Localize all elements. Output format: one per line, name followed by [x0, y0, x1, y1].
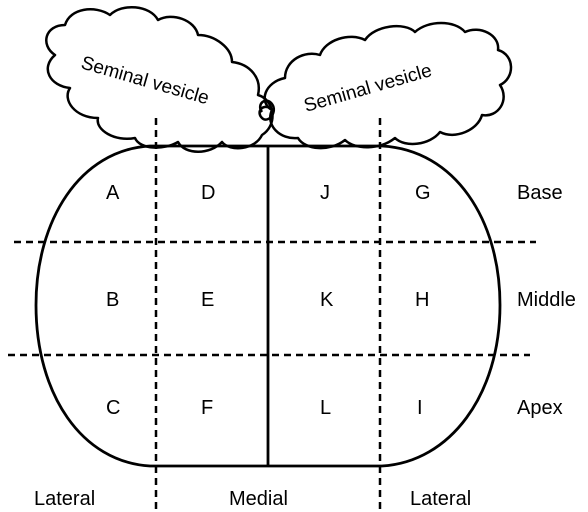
zone-label-i: I — [417, 397, 423, 419]
region-label-lateral-left: Lateral — [34, 488, 95, 510]
left-vesicle-label: Seminal vesicle — [79, 53, 212, 110]
right-seminal-vesicle — [263, 21, 513, 150]
zone-label-a: A — [106, 182, 120, 204]
zone-label-l: L — [320, 397, 331, 419]
region-label-lateral-right: Lateral — [410, 488, 471, 510]
right-vesicle-label: Seminal vesicle — [302, 60, 435, 117]
level-label-apex: Apex — [517, 397, 563, 419]
zone-label-f: F — [201, 397, 213, 419]
region-label-medial: Medial — [229, 488, 288, 510]
zone-label-k: K — [320, 289, 334, 311]
zone-label-b: B — [106, 289, 119, 311]
zone-label-j: J — [320, 182, 330, 204]
vesicle-junction-twist — [258, 99, 276, 121]
zone-label-c: C — [106, 397, 120, 419]
prostate-outline — [34, 144, 502, 468]
zone-label-g: G — [415, 182, 431, 204]
level-label-base: Base — [517, 182, 563, 204]
zone-label-h: H — [415, 289, 429, 311]
level-label-middle: Middle — [517, 289, 576, 311]
zone-label-d: D — [201, 182, 215, 204]
zone-label-e: E — [201, 289, 214, 311]
